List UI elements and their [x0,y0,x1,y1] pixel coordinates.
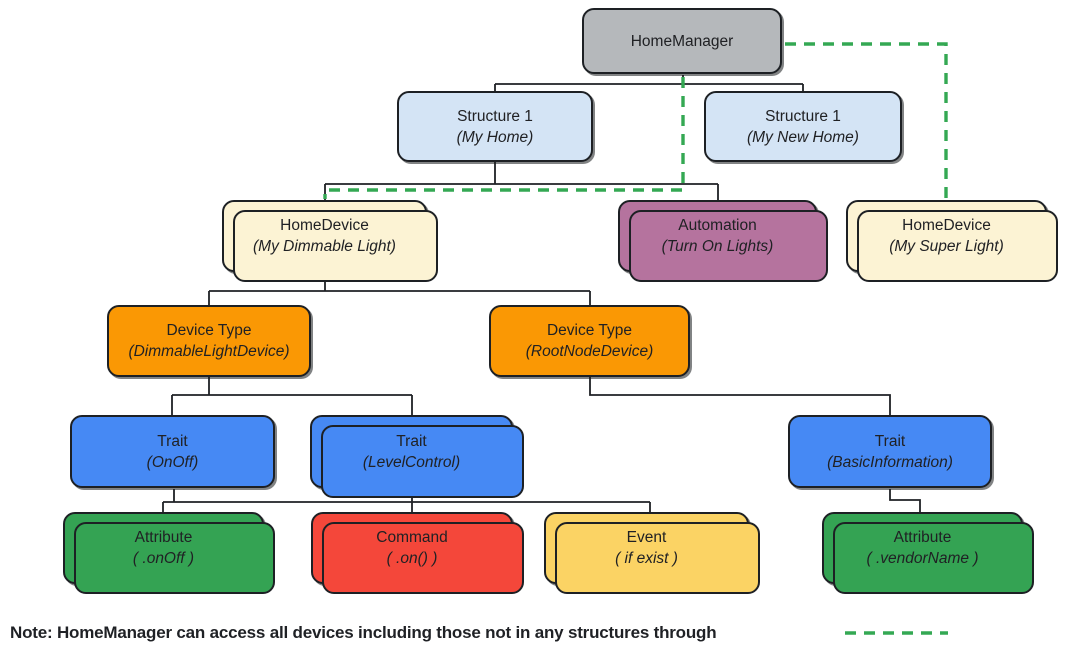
node-devicetype-rootnodedevice: Device Type (RootNodeDevice) [489,305,690,377]
node-event-if-exist: Event ( if exist ) [544,512,749,584]
node-sublabel: (DimmableLightDevice) [128,343,290,360]
node-sublabel: (LevelControl) [362,453,461,471]
node-attribute-onoff: Attribute ( .onOff ) [63,512,264,584]
node-sublabel: (My Home) [456,128,534,146]
node-sublabel: (RootNodeDevice) [525,343,654,360]
node-sublabel: ( .vendorName ) [866,550,979,567]
node-trait-onoff: Trait (OnOff) [70,415,275,488]
node-label: Event [626,529,667,546]
node-automation-turn-on-lights: Automation (Turn On Lights) [618,200,817,272]
node-structure-my-home: Structure 1 (My Home) [397,91,593,162]
node-label: Device Type [546,322,632,339]
node-label: Structure 1 [765,107,841,125]
node-sublabel: ( .onOff ) [132,550,195,567]
node-structure-my-new-home: Structure 1 (My New Home) [704,91,902,162]
node-label: Attribute [893,529,952,546]
node-label: HomeDevice [902,217,991,234]
node-sublabel: (My Super Light) [889,238,1004,255]
node-command-on: Command ( .on() ) [311,512,513,584]
node-label: Trait [874,432,906,450]
node-home-manager: HomeManager [582,8,782,74]
node-sublabel: ( .on() ) [386,550,438,567]
node-sublabel: (My Dimmable Light) [253,238,396,255]
node-label: Automation [678,217,757,234]
node-label: Attribute [134,529,193,546]
node-sublabel: (BasicInformation) [827,453,953,471]
node-label: Structure 1 [457,107,533,125]
node-label: Trait [396,432,427,450]
node-sublabel: ( if exist ) [615,550,678,567]
node-label: Trait [157,432,188,450]
node-homedevice-super-light: HomeDevice (My Super Light) [846,200,1047,272]
dashed-link-homemanager-to-dimmable-light [323,77,685,199]
footnote: Note: HomeManager can access all devices… [10,623,717,642]
node-trait-levelcontrol: Trait (LevelControl) [310,415,513,488]
node-sublabel: (Turn On Lights) [661,238,774,255]
dashed-link-homemanager-to-super-light [785,42,948,198]
node-homedevice-dimmable: HomeDevice (My Dimmable Light) [222,200,427,272]
node-attribute-vendorname: Attribute ( .vendorName ) [822,512,1023,584]
node-sublabel: (OnOff) [146,453,199,471]
node-trait-basicinformation: Trait (BasicInformation) [788,415,992,488]
node-label: Command [376,529,448,546]
node-devicetype-dimmablelightdevice: Device Type (DimmableLightDevice) [107,305,311,377]
node-label: HomeManager [630,32,734,50]
node-label: Device Type [166,322,252,339]
node-sublabel: (My New Home) [747,128,859,146]
node-label: HomeDevice [280,217,369,234]
